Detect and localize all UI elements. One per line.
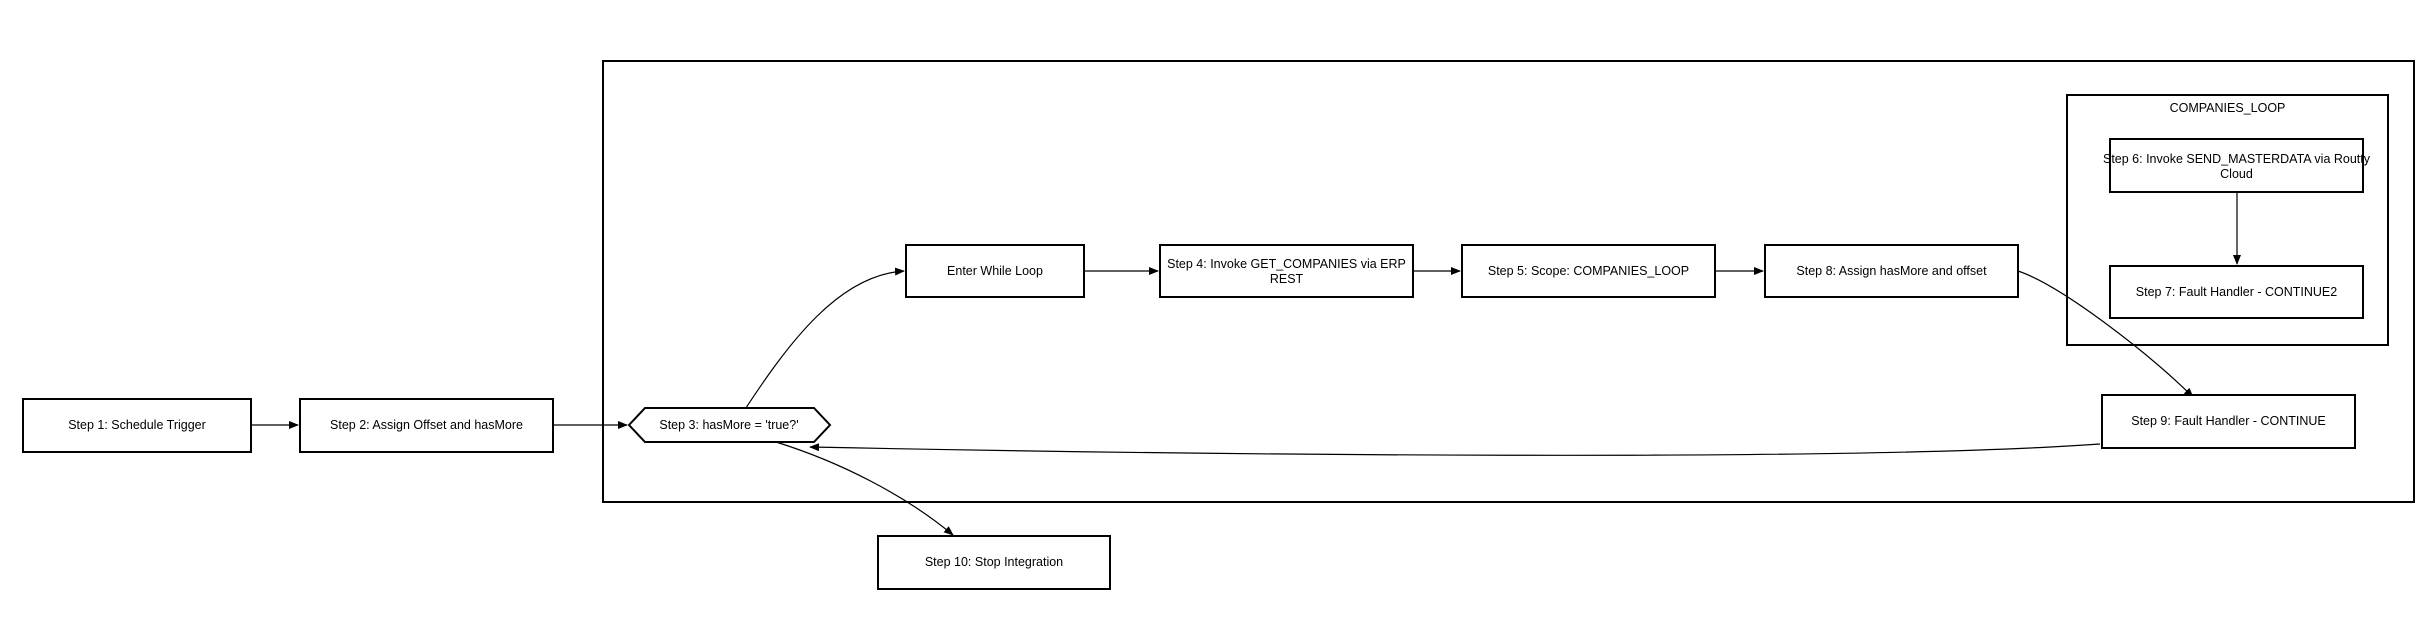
edge-step3-enter-loop: [741, 267, 905, 415]
step4-label-line2: REST: [1270, 272, 1304, 286]
while-loop-container: [602, 60, 2415, 503]
step9-label: Step 9: Fault Handler - CONTINUE: [2131, 414, 2326, 428]
step5-node[interactable]: Step 5: Scope: COMPANIES_LOOP: [1461, 244, 1716, 298]
edge-step9-step3: [809, 443, 2101, 456]
step7-node[interactable]: Step 7: Fault Handler - CONTINUE2: [2109, 265, 2364, 319]
step3-label: Step 3: hasMore = 'true?': [659, 418, 798, 432]
step10-node[interactable]: Step 10: Stop Integration: [877, 535, 1111, 590]
enter-while-loop-node[interactable]: Enter While Loop: [905, 244, 1085, 298]
step10-label: Step 10: Stop Integration: [925, 555, 1063, 569]
edge-step8-step9: [2017, 270, 2194, 398]
step4-label-line1: Step 4: Invoke GET_COMPANIES via ERP: [1167, 257, 1406, 271]
edge-step3-step10: [775, 441, 954, 536]
step1-label: Step 1: Schedule Trigger: [68, 418, 206, 432]
step5-label: Step 5: Scope: COMPANIES_LOOP: [1488, 264, 1689, 278]
step3-decision-node[interactable]: Step 3: hasMore = 'true?': [627, 407, 832, 443]
step6-node[interactable]: Step 6: Invoke SEND_MASTERDATA via Routt…: [2103, 138, 2371, 193]
step2-label: Step 2: Assign Offset and hasMore: [330, 418, 523, 432]
step8-label: Step 8: Assign hasMore and offset: [1796, 264, 1987, 278]
step1-node[interactable]: Step 1: Schedule Trigger: [22, 398, 252, 453]
companies-loop-label: COMPANIES_LOOP: [2170, 101, 2286, 115]
enter-while-loop-label: Enter While Loop: [947, 264, 1043, 278]
step7-label: Step 7: Fault Handler - CONTINUE2: [2136, 285, 2338, 299]
step9-node[interactable]: Step 9: Fault Handler - CONTINUE: [2101, 394, 2356, 449]
step6-label-line1: Step 6: Invoke SEND_MASTERDATA via Routt…: [2103, 152, 2371, 166]
step2-node[interactable]: Step 2: Assign Offset and hasMore: [299, 398, 554, 453]
step6-label-line2: Cloud: [2220, 167, 2253, 181]
step4-node[interactable]: Step 4: Invoke GET_COMPANIES via ERP RES…: [1159, 244, 1414, 298]
step8-node[interactable]: Step 8: Assign hasMore and offset: [1764, 244, 2019, 298]
companies-loop-container: [2066, 94, 2389, 346]
